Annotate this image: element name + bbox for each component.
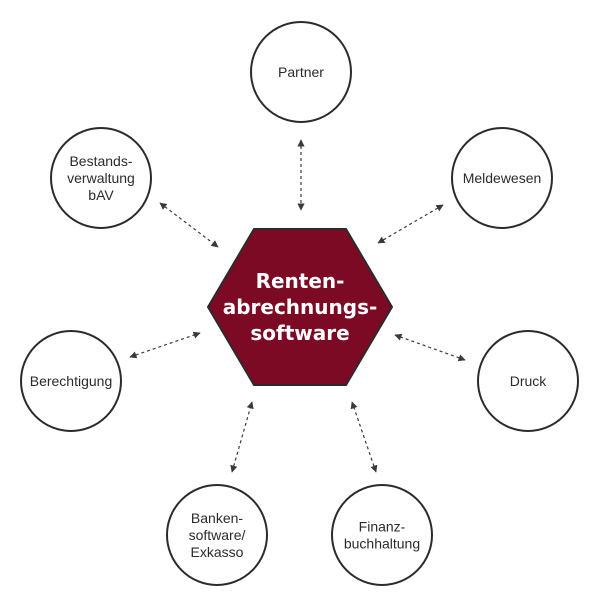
node-circle-bestandsverwaltung	[50, 127, 152, 229]
hub-label-line: Renten-	[256, 269, 345, 293]
node-label-finanzbuchhaltung: Finanz-	[359, 519, 406, 535]
node-label-meldewesen: Meldewesen	[463, 170, 542, 186]
hub-label-line: software	[250, 321, 349, 345]
node-druck: Druck	[477, 330, 579, 432]
hub-hexagon	[206, 228, 394, 386]
node-circle-partner	[250, 21, 352, 123]
hub-label-line: abrechnungs-	[223, 295, 378, 319]
node-circle-finanzbuchhaltung	[331, 484, 433, 586]
node-partner: Partner	[250, 21, 352, 123]
node-label-berechtigung: Berechtigung	[30, 373, 113, 389]
connector-druck	[394, 333, 466, 362]
node-label-bankensoftware: Banken-	[191, 510, 243, 526]
node-label-finanzbuchhaltung: buchhaltung	[344, 536, 420, 552]
connector-berechtigung	[129, 331, 201, 359]
connector-finanzbuchhaltung	[350, 401, 378, 473]
node-circle-druck	[477, 330, 579, 432]
node-meldewesen: Meldewesen	[451, 127, 553, 229]
node-label-bankensoftware: software/	[189, 527, 246, 543]
node-label-bankensoftware: Exkasso	[191, 544, 244, 560]
node-label-druck: Druck	[510, 373, 548, 389]
node-berechtigung: Berechtigung	[20, 330, 122, 432]
connector-meldewesen	[377, 204, 444, 244]
node-finanzbuchhaltung: Finanz-buchhaltung	[331, 484, 433, 586]
hub-node: Renten-abrechnungs-software	[206, 228, 394, 386]
node-label-partner: Partner	[278, 64, 324, 80]
node-label-bestandsverwaltung: Bestands-	[69, 153, 132, 169]
node-bankensoftware: Banken-software/Exkasso	[166, 484, 268, 586]
node-label-bestandsverwaltung: verwaltung	[67, 170, 135, 186]
connector-bankensoftware	[230, 401, 254, 473]
node-label-bestandsverwaltung: bAV	[88, 187, 114, 203]
node-circle-bankensoftware	[166, 484, 268, 586]
node-circle-berechtigung	[20, 330, 122, 432]
connector-bestandsverwaltung	[159, 202, 219, 248]
node-circle-meldewesen	[451, 127, 553, 229]
connectors	[129, 139, 466, 473]
satellite-nodes: PartnerMeldewesenDruckFinanz-buchhaltung…	[20, 21, 579, 586]
